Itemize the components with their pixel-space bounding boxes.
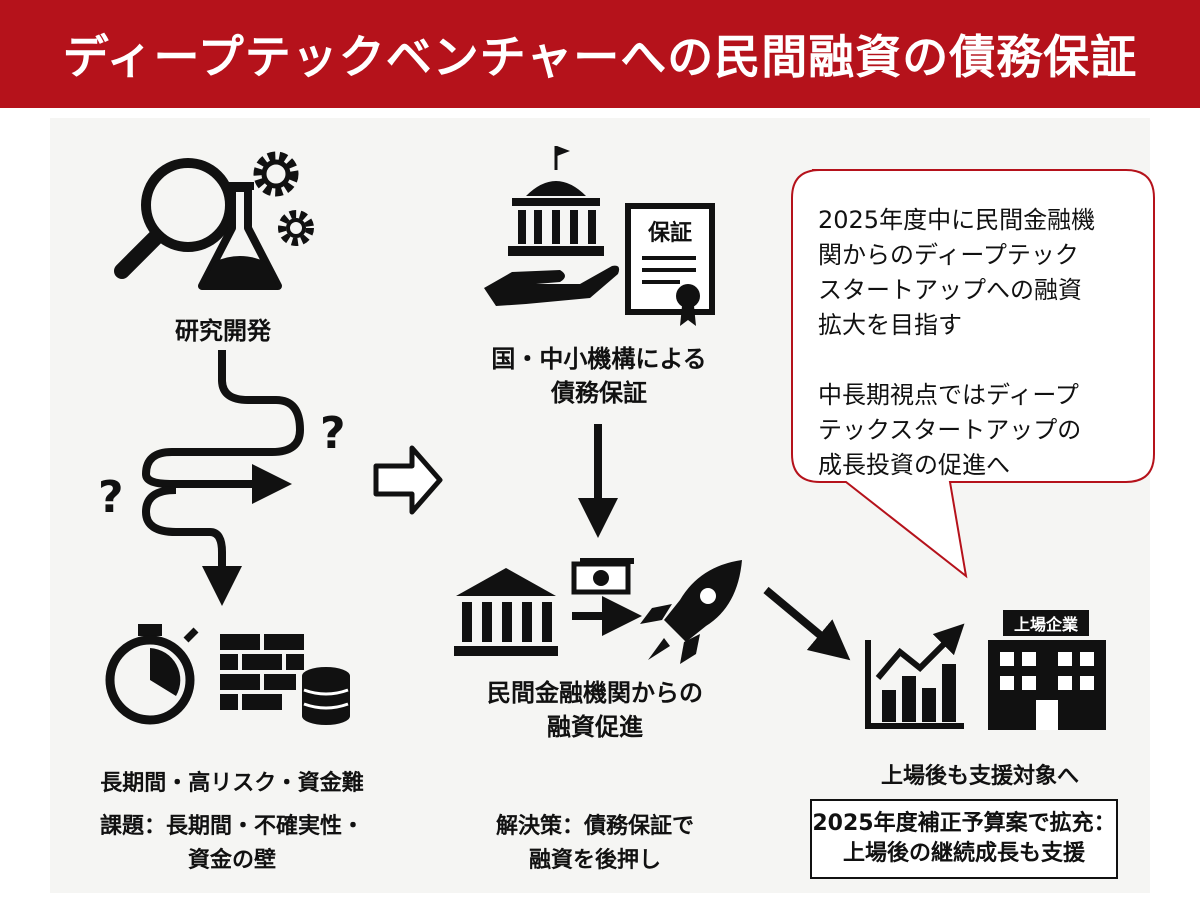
hand-icon (484, 265, 620, 306)
barrier-label: 長期間・高リスク・資金難 (100, 771, 364, 796)
question-mark-icon: ? (98, 472, 124, 523)
speech-bubble (791, 169, 1155, 579)
page-title: ディープテックベンチャーへの民間融資の債務保証 (62, 30, 1138, 84)
issue-text: 課題：長期間・不確実性・ 資金の壁 (99, 814, 364, 873)
solution-text: 解決策：債務保証で 融資を後押し (495, 814, 694, 873)
office-building-icon (988, 610, 1106, 730)
certificate-icon (625, 203, 715, 326)
growth-chart-icon (865, 623, 965, 729)
company-badge: 上場企業 (1014, 615, 1079, 634)
bank-icon (454, 568, 558, 656)
bubble-text: 2025年度中に民間金融機 関からのディープテック スタートアップへの融資 拡大… (818, 203, 1128, 483)
brick-wall-icon (220, 634, 304, 710)
coin-stack-icon (302, 667, 350, 725)
rd-label: 研究開発 (175, 317, 271, 345)
header-bar: ディープテックベンチャーへの民間融資の債務保証 (0, 0, 1200, 108)
flask-icon (198, 182, 282, 290)
hollow-arrow-icon (373, 445, 443, 515)
government-building-icon (508, 146, 604, 256)
money-bill-icon (571, 558, 634, 595)
stopwatch-icon (105, 624, 199, 725)
guarantee-label: 国・中小機構による 債務保証 (491, 345, 707, 407)
diagonal-arrow-icon (763, 586, 851, 661)
finance-label: 民間金融機関からの 融資促進 (487, 679, 703, 741)
budget-box: 2025年度補正予算案で拡充： 上場後の継続成長も支援 (810, 799, 1118, 879)
question-mark-icon: ? (320, 408, 346, 459)
rocket-icon (640, 560, 742, 664)
gear-icon (253, 151, 314, 246)
guarantee-badge: 保証 (647, 220, 692, 246)
bubble-paragraph: 中長期視点ではディープ テックスタートアップの 成長投資の促進へ (818, 381, 1082, 479)
listed-label: 上場後も支援対象へ (880, 764, 1079, 789)
winding-path-icon (141, 350, 305, 606)
bubble-paragraph: 2025年度中に民間金融機 関からのディープテック スタートアップへの融資 拡大… (818, 206, 1096, 339)
